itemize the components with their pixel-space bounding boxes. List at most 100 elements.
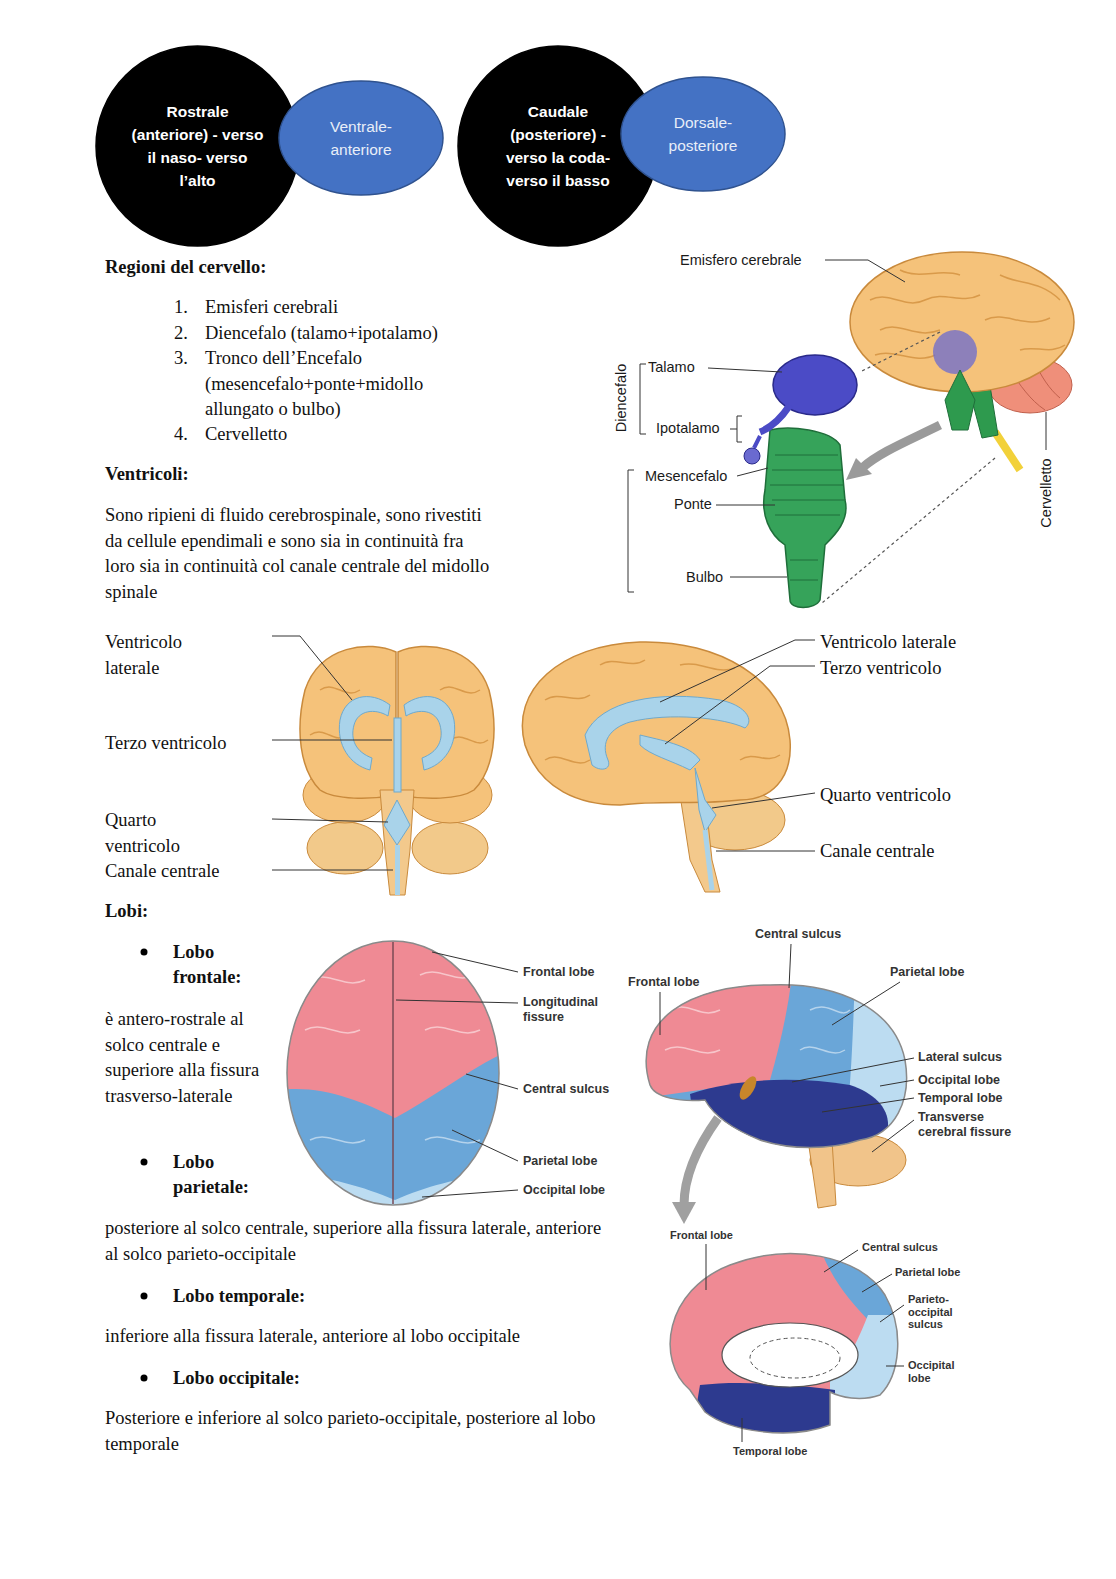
brain-regions-figure-part: [846, 458, 872, 480]
ventricles-front-view-part: [384, 800, 410, 845]
lobes-side-view-part-part: [630, 975, 915, 1165]
brain-regions-figure-part: [640, 364, 646, 434]
node-shape: [621, 77, 785, 191]
lobes-medial-view-part-part: [650, 1235, 915, 1450]
node-text-group: Caudale (posteriore) - verso la coda- ve…: [497, 100, 619, 193]
node-outline: [95, 45, 300, 247]
figure-label: Occipital lobe: [908, 1359, 966, 1384]
figure-label: Bulbo: [686, 568, 723, 586]
section-heading: Lobi:: [105, 899, 148, 924]
lobes-medial-view-part: [670, 1254, 898, 1433]
brain-regions-figure-part: [933, 330, 977, 374]
lobes-side-view-part: [646, 985, 906, 1148]
lobes-top-view-part: [287, 941, 499, 1205]
body-text: posteriore al solco centrale, superiore …: [105, 1216, 605, 1267]
lobes-medial-view-part-part: [690, 1383, 835, 1445]
brain-regions-figure-part: [764, 428, 846, 607]
brain-regions-figure-part: [1046, 412, 1047, 450]
ventricles-front-view-part: [272, 740, 392, 741]
lobes-side-view-part: [684, 1118, 718, 1205]
bullet-part: [141, 1293, 148, 1300]
ventricles-side-view-part: [716, 851, 815, 852]
section-heading: Regioni del cervello:: [105, 255, 266, 280]
direction-ellipse: Ventrale-anteriore: [278, 80, 444, 196]
body-text: inferiore alla fissura laterale, anterio…: [105, 1324, 520, 1350]
figure-label: Quarto ventricolo: [105, 808, 215, 859]
ventricles-side-view-part: [522, 642, 790, 805]
brain-regions-figure-part: [850, 252, 1074, 392]
body-text: è antero-rostrale al solco centrale e su…: [105, 1007, 268, 1109]
ventricles-front-view-part: [339, 697, 390, 770]
ventricles-front-view-part: [272, 636, 352, 700]
lobes-side-view-part: [880, 1080, 914, 1086]
brain-regions-figure-part: [730, 577, 787, 578]
lobes-side-view-part-part: [665, 1007, 850, 1053]
direction-ellipse: Dorsale-posteriore: [620, 76, 786, 192]
ventricles-front-view-part: [272, 870, 393, 871]
figure-label: Temporal lobe: [733, 1445, 807, 1458]
brain-regions-figure-part: [825, 260, 905, 282]
lobes-side-view-part: [789, 944, 791, 988]
figure-label: Terzo ventricolo: [105, 731, 226, 757]
figure-label: Cervelletto: [1037, 458, 1055, 527]
list-item: Tronco dell’Encefalo (mesencefalo+ponte+…: [205, 346, 470, 423]
lobes-top-view-part: [466, 1074, 518, 1089]
brain-regions-figure-part: [770, 455, 844, 580]
figure-label: Terzo ventricolo: [820, 656, 941, 682]
node-text-group: Dorsale-posteriore: [648, 111, 758, 158]
brain-regions-figure-part: [754, 436, 760, 448]
ventricles-front-view-part: [412, 822, 488, 874]
brain-regions-figure-part: [945, 370, 975, 430]
brain-regions-figure-part: [730, 429, 737, 430]
ventricles-front-view-part: [307, 822, 383, 874]
node-label: Rostrale (anteriore) - verso il naso- ve…: [128, 100, 268, 193]
lobes-medial-view-part: [650, 1235, 915, 1450]
figure-label: Frontal lobe: [523, 965, 595, 980]
lobes-side-view-part: [660, 992, 661, 1035]
brain-regions-figure-part: [860, 332, 940, 372]
ventricles-front-view-part: [272, 819, 388, 822]
lobes-top-view-part: [392, 942, 394, 1204]
bullet-part: [141, 949, 148, 956]
list-number: 3.: [174, 346, 188, 372]
figure-label: Parietal lobe: [523, 1154, 597, 1169]
figure-label: Ventricolo laterale: [105, 630, 215, 681]
figure-label: Longitudinal fissure: [523, 995, 623, 1024]
brain-regions-figure-part: [628, 470, 634, 592]
figure-label: Central sulcus: [523, 1082, 609, 1097]
figure-label: Talamo: [648, 358, 695, 376]
list-item: Cervelletto: [205, 422, 287, 448]
ventricles-side-view-part: [665, 666, 815, 744]
node-outline: [620, 76, 786, 192]
lobes-medial-view-part: [886, 1366, 904, 1367]
list-item: Emisferi cerebrali: [205, 295, 338, 321]
lobes-top-view-part-part: [280, 935, 510, 1215]
lobes-side-view-part: [832, 982, 900, 1025]
figure-label: Mesencefalo: [645, 467, 727, 485]
ventricles-side-view-part: [705, 830, 712, 890]
ventricles-side-view: [522, 640, 815, 892]
lobes-side-view-part: [792, 1058, 914, 1082]
lobes-top-view-part: [280, 935, 510, 1215]
brain-regions-figure-part: [716, 505, 775, 506]
ventricles-side-view-part: [585, 696, 749, 769]
list-number: 2.: [174, 321, 188, 347]
brain-regions-figure-part: [995, 432, 1020, 470]
lobes-top-view-part: [422, 1190, 518, 1197]
list-item: Diencefalo (talamo+ipotalamo): [205, 321, 438, 347]
bullet-heading: Lobo occipitale:: [173, 1366, 300, 1391]
lobes-medial-view: [650, 1235, 915, 1450]
lobes-medial-view-part: [706, 1244, 707, 1290]
figure-label: Occipital lobe: [918, 1073, 1000, 1088]
body-text: Posteriore e inferiore al solco parieto-…: [105, 1406, 625, 1457]
ventricles-front-view-part: [404, 697, 455, 770]
bullet-heading: Lobo parietale:: [173, 1150, 273, 1200]
figure-label: Frontal lobe: [628, 975, 700, 990]
node-shape: [279, 81, 443, 195]
brain-regions-figure-part: [708, 368, 782, 372]
figure-label: Transverse cerebral fissure: [918, 1110, 1030, 1139]
lobes-side-view-part: [872, 1120, 914, 1152]
lobes-top-view-part-part: [280, 1170, 510, 1215]
bullet-heading: Lobo temporale:: [173, 1284, 305, 1309]
node-label: Dorsale-posteriore: [648, 111, 758, 158]
